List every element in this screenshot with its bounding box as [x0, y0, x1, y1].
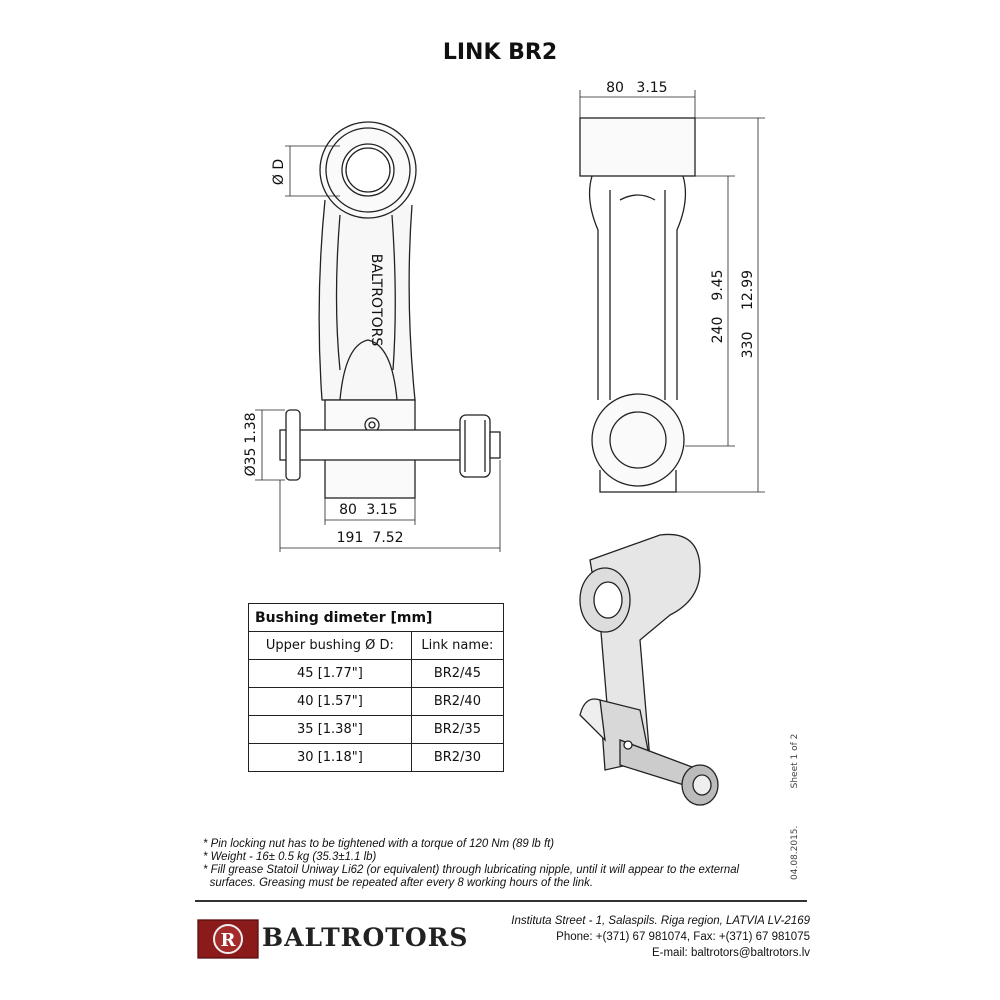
- link-name: BR2/30: [410, 743, 505, 772]
- bushing-size: 45 [1.77"]: [248, 659, 412, 688]
- email: E-mail: baltrotors@baltrotors.lv: [651, 947, 810, 959]
- table-row: 30 [1.18"]BR2/30: [248, 743, 505, 772]
- header-upper-bushing: Upper bushing Ø D:: [248, 631, 412, 660]
- bushing-table: Bushing dimeter [mm] Upper bushing Ø D: …: [248, 603, 505, 772]
- dim-center-distance-in: 9.45: [710, 269, 726, 300]
- table-row: 35 [1.38"]BR2/35: [248, 715, 505, 744]
- footer-divider: [195, 900, 807, 902]
- sheet-number: Sheet 1 of 2: [790, 733, 800, 789]
- isometric-view: [579, 533, 719, 806]
- arm-marking: BALTROTORS: [368, 254, 384, 347]
- contact-info: Instituta Street - 1, Salaspils. Riga re…: [511, 913, 810, 961]
- dim-total-length-in: 12.99: [740, 270, 756, 310]
- bushing-size: 30 [1.18"]: [248, 743, 412, 772]
- dim-total-width-in: 7.52: [372, 530, 403, 546]
- link-name: BR2/35: [410, 715, 505, 744]
- dim-clevis-width: 80: [339, 502, 357, 518]
- side-view: 80 3.15 240 9.45 330 12.99: [579, 80, 765, 493]
- link-name: BR2/40: [410, 687, 505, 716]
- dim-pin-diameter-in: 1.38: [243, 412, 259, 443]
- table-header-row: Upper bushing Ø D: Link name:: [248, 631, 505, 660]
- drawing-title: LINK BR2: [442, 40, 558, 65]
- dim-total-width: 191: [337, 530, 364, 546]
- date: 04.08.2015.: [790, 825, 800, 880]
- notes: * Pin locking nut has to be tightened wi…: [203, 837, 739, 889]
- bushing-size: 35 [1.38"]: [248, 715, 412, 744]
- svg-text:R: R: [221, 930, 237, 951]
- note-grease-cont: surfaces. Greasing must be repeated afte…: [209, 875, 594, 889]
- front-view: BALTROTORS Ø D Ø35 1.38 80 3.15 191 7.52: [243, 121, 501, 552]
- company-logo-text: BALTROTORS: [262, 923, 469, 952]
- dim-pin-diameter: Ø35: [243, 448, 259, 477]
- table-title: Bushing dimeter [mm]: [248, 603, 504, 632]
- table-row: 45 [1.77"]BR2/45: [248, 659, 505, 688]
- dim-bore-diameter: Ø D: [271, 159, 287, 185]
- bushing-size: 40 [1.57"]: [248, 687, 412, 716]
- note-weight: * Weight - 16± 0.5 kg (35.3±1.1 lb): [203, 849, 377, 863]
- dim-total-length: 330: [740, 332, 756, 359]
- dim-clevis-width-in: 3.15: [366, 502, 397, 518]
- note-torque: * Pin locking nut has to be tightened wi…: [203, 836, 555, 850]
- phone: Phone: +(371) 67 981074, Fax: +(371) 67 …: [556, 931, 810, 943]
- dim-side-width-in: 3.15: [636, 80, 667, 96]
- dim-center-distance: 240: [710, 317, 726, 344]
- sheet-info: 04.08.2015. Sheet 1 of 2: [790, 734, 800, 880]
- dim-side-width: 80: [606, 80, 624, 96]
- table-row: 40 [1.57"]BR2/40: [248, 687, 505, 716]
- baltrotors-logo-mark: R: [197, 919, 259, 959]
- address: Instituta Street - 1, Salaspils. Riga re…: [511, 915, 810, 927]
- header-link-name: Link name:: [410, 631, 505, 660]
- note-grease: * Fill grease Statoil Uniway Li62 (or eq…: [203, 862, 740, 876]
- link-name: BR2/45: [410, 659, 505, 688]
